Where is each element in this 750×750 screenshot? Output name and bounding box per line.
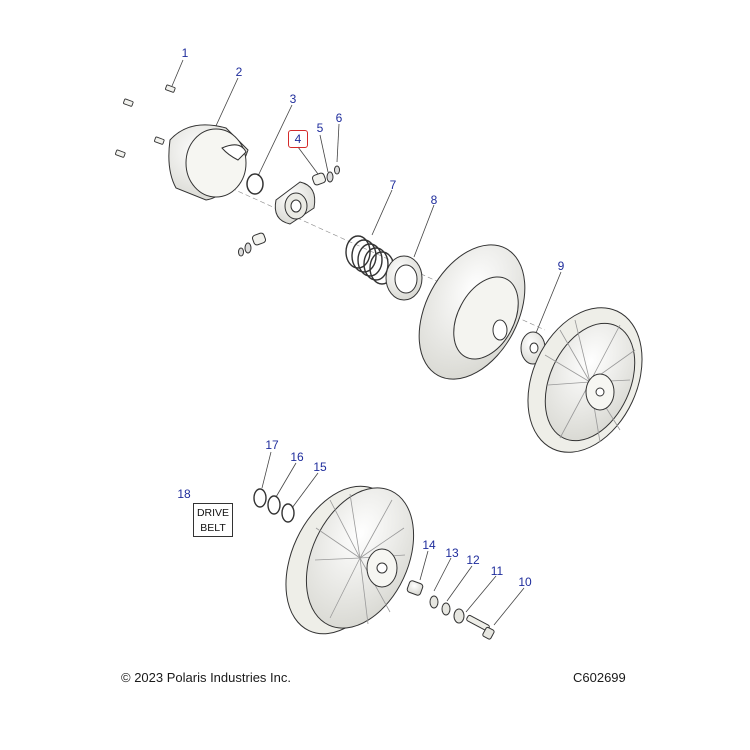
moveable-sheave	[418, 244, 526, 380]
spider-assembly	[238, 165, 340, 257]
drive-belt-line2: BELT	[200, 522, 226, 534]
screws	[115, 84, 176, 158]
diagram-code: C602699	[573, 670, 626, 685]
drive-belt-label-box[interactable]: DRIVE BELT	[193, 503, 233, 537]
copyright-text: © 2023 Polaris Industries Inc.	[121, 670, 291, 685]
callout-5[interactable]: 5	[316, 121, 324, 135]
callout-11[interactable]: 11	[490, 564, 504, 578]
callout-6[interactable]: 6	[335, 111, 343, 125]
callout-18[interactable]: 18	[177, 487, 191, 501]
callout-13[interactable]: 13	[445, 546, 459, 560]
callout-1[interactable]: 1	[181, 46, 189, 60]
callout-10[interactable]: 10	[518, 575, 532, 589]
callout-17[interactable]: 17	[265, 438, 279, 452]
callout-16[interactable]: 16	[290, 450, 304, 464]
drive-belt-line1: DRIVE	[196, 507, 230, 519]
bushing-ring	[385, 255, 423, 301]
retaining-ring	[246, 173, 264, 195]
driven-clutch-lower	[285, 485, 415, 635]
callout-7[interactable]: 7	[389, 178, 397, 192]
o-rings	[253, 488, 295, 523]
callout-15[interactable]: 15	[313, 460, 327, 474]
callout-14[interactable]: 14	[422, 538, 436, 552]
bolt-stack	[406, 580, 495, 640]
callout-3[interactable]: 3	[289, 92, 297, 106]
callout-2[interactable]: 2	[235, 65, 243, 79]
callout-9[interactable]: 9	[557, 259, 565, 273]
leader-lines	[171, 59, 562, 626]
clutch-cover	[168, 124, 249, 201]
fixed-sheave-upper	[527, 307, 643, 453]
callout-12[interactable]: 12	[466, 553, 480, 567]
callout-4[interactable]: 4	[288, 130, 308, 148]
callout-8[interactable]: 8	[430, 193, 438, 207]
